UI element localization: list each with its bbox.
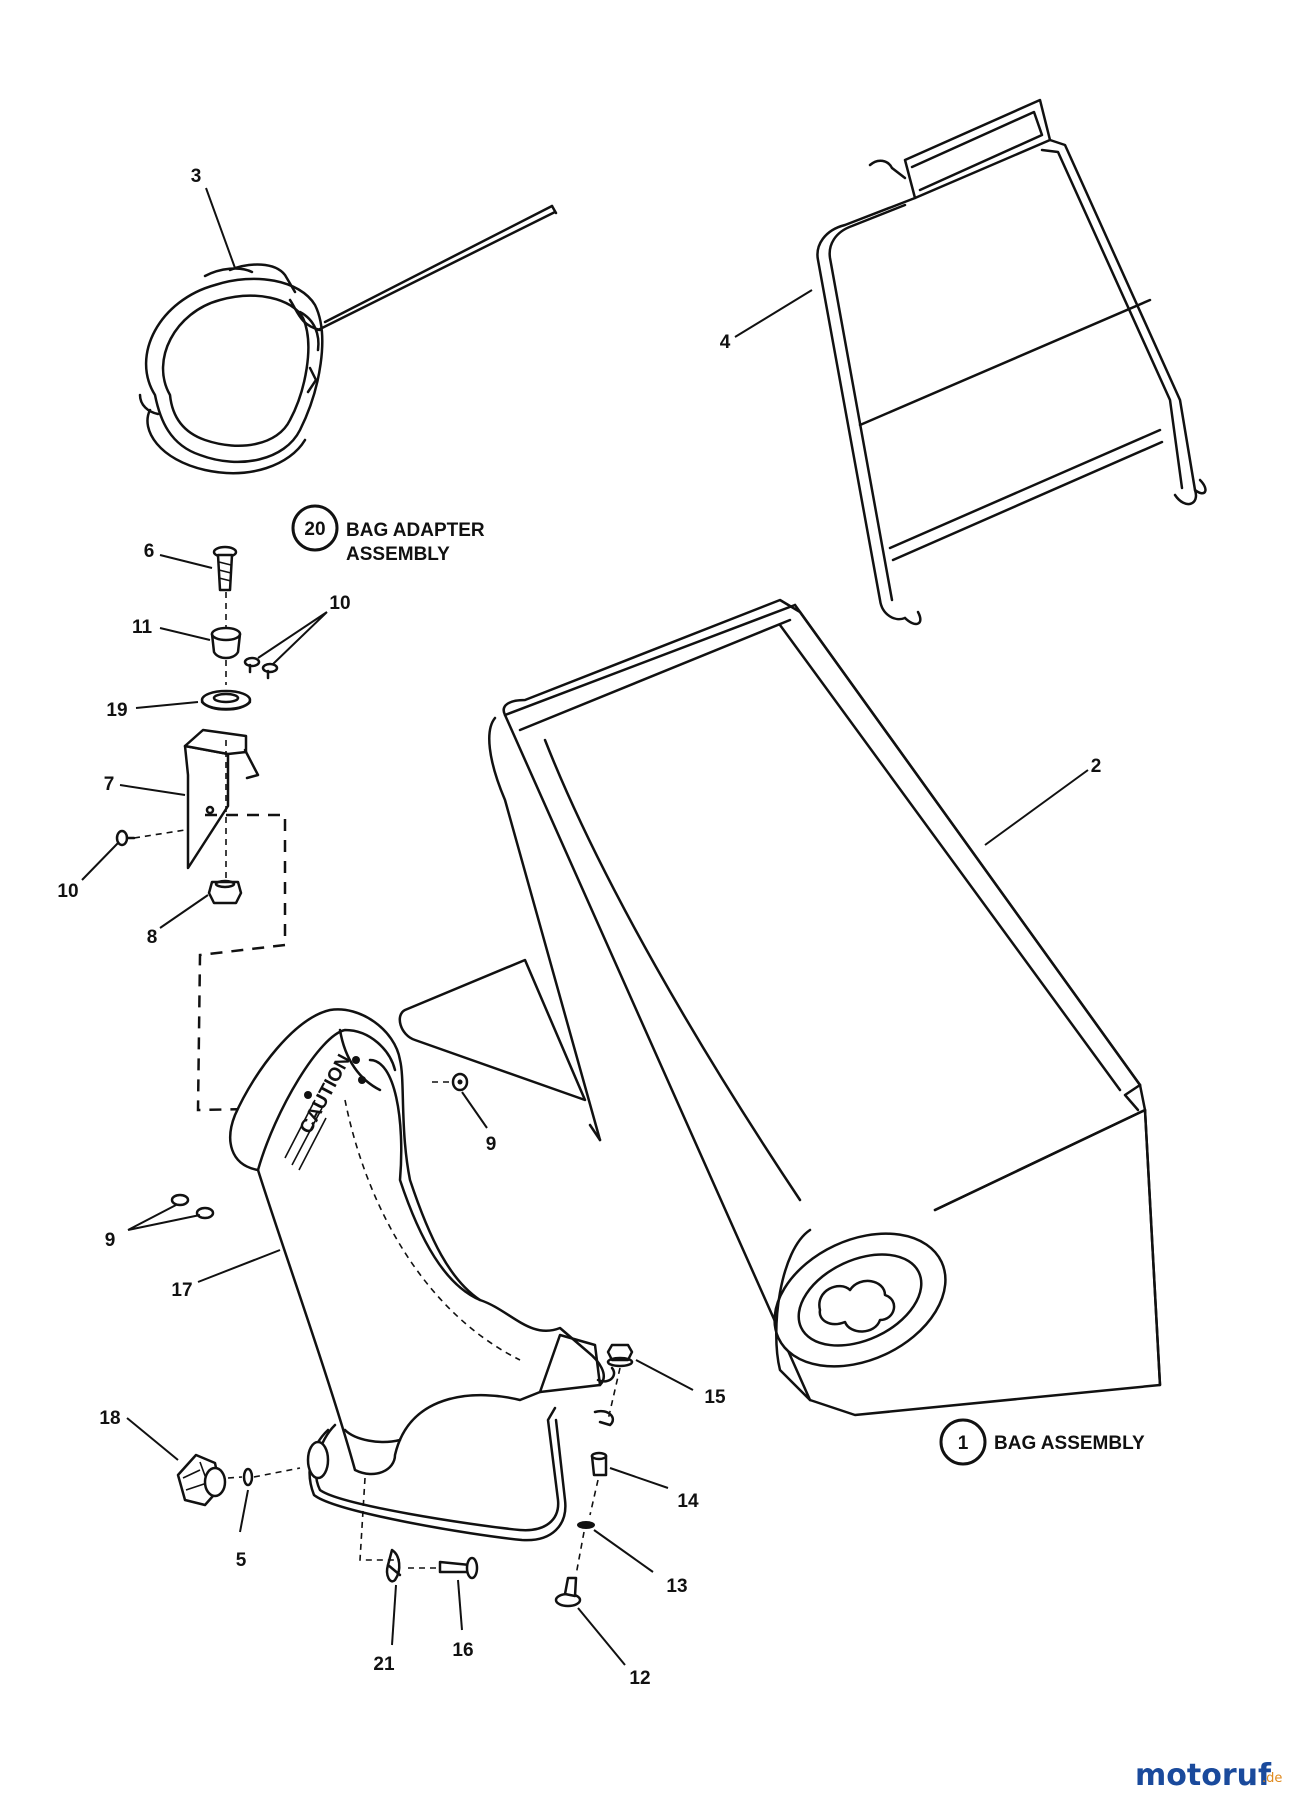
callout-16: 16 (452, 1640, 473, 1661)
part-4-bag-frame (816, 98, 1207, 626)
leader-lines (81, 187, 1089, 1666)
callout-13: 13 (666, 1576, 687, 1597)
part-9-nut-right (432, 1072, 469, 1092)
part-16-pin (438, 1556, 479, 1580)
callout-21: 21 (373, 1654, 395, 1675)
part-14-spacer (590, 1451, 608, 1477)
part-6-screw (212, 545, 238, 592)
callout-labels: 3 4 2 6 11 10 19 7 10 8 9 9 17 18 5 15 1… (57, 166, 1101, 1689)
bag-adapter-line2: ASSEMBLY (346, 544, 450, 565)
part-21-clip (385, 1548, 402, 1583)
callout-4: 4 (720, 332, 731, 353)
part-19-washer (200, 689, 252, 711)
callout-10-side: 10 (57, 881, 78, 902)
callout-2: 2 (1091, 756, 1102, 777)
part-15-nut (606, 1343, 634, 1368)
callout-17: 17 (171, 1280, 192, 1301)
part-13-washer (577, 1521, 595, 1529)
callout-9-right: 9 (486, 1134, 497, 1155)
callout-9-left: 9 (105, 1230, 116, 1251)
part-8-nut (207, 879, 243, 905)
callout-7: 7 (104, 774, 115, 795)
part-10-rivet-side (115, 829, 186, 847)
bag-assembly-label: BAG ASSEMBLY (994, 1433, 1145, 1454)
watermark-brand: motoruf (1135, 1758, 1272, 1793)
callout-18: 18 (99, 1408, 120, 1429)
part-3-adapter-ring (138, 204, 558, 475)
callout-11: 11 (132, 617, 153, 638)
watermark-logo: motoruf .de (1135, 1758, 1282, 1793)
part-9-nuts-left (170, 1193, 215, 1220)
callout-3: 3 (191, 166, 202, 187)
part-18-knob (176, 1453, 227, 1507)
bag-assembly-caption: 1 BAG ASSEMBLY (939, 1418, 1145, 1466)
part-5-washer (227, 1467, 301, 1487)
assembly-20-number: 20 (304, 519, 325, 540)
part-12-bolt (554, 1576, 582, 1608)
bag-adapter-assembly-caption: 20 BAG ADAPTER ASSEMBLY (291, 504, 485, 565)
callout-19: 19 (106, 700, 127, 721)
part-17-chute: CAUTION (229, 1008, 616, 1476)
part-7-bracket (183, 728, 260, 870)
callout-5: 5 (236, 1550, 247, 1571)
callout-10-top: 10 (329, 593, 350, 614)
bag-adapter-line1: BAG ADAPTER (346, 520, 485, 541)
callout-14: 14 (677, 1491, 699, 1512)
part-2-grass-bag (398, 598, 1162, 1417)
callout-15: 15 (704, 1387, 726, 1408)
callout-8: 8 (147, 927, 158, 948)
assembly-1-number: 1 (958, 1433, 969, 1454)
part-11-bushing (210, 626, 242, 660)
chute-bracket (306, 1406, 615, 1542)
part-10-rivets-top (243, 656, 279, 680)
watermark-suffix: .de (1262, 1771, 1282, 1786)
callout-6: 6 (144, 541, 155, 562)
callout-12: 12 (629, 1668, 650, 1689)
